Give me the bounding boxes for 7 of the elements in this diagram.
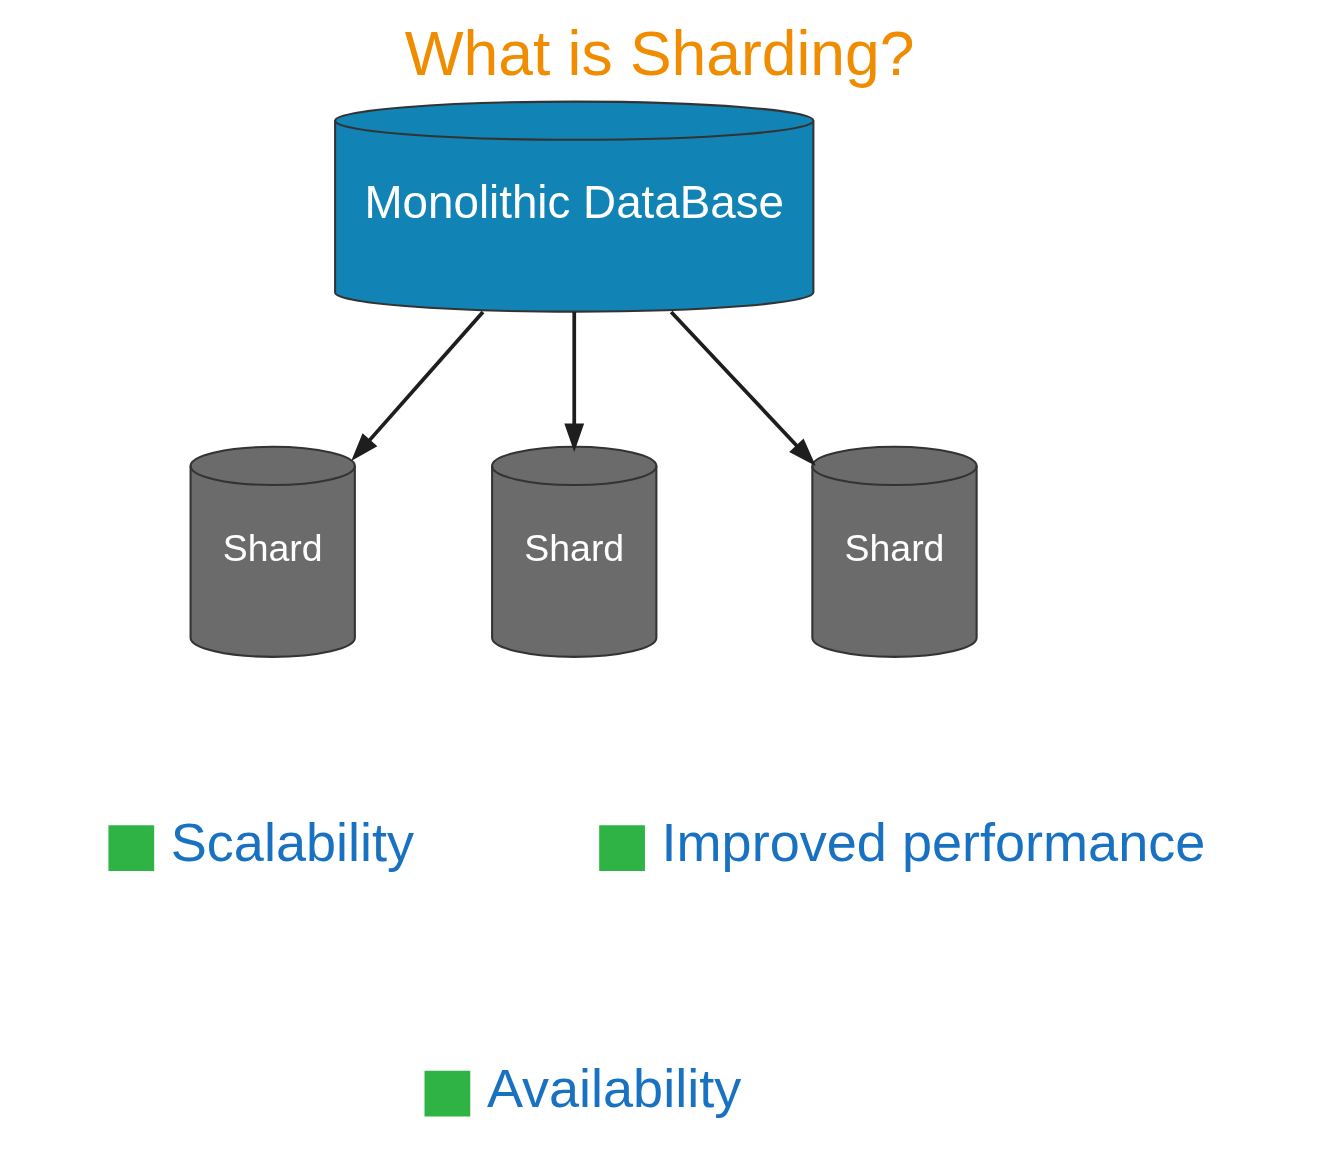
arrow	[350, 310, 484, 461]
label: Improved performance	[661, 812, 1205, 873]
label: Scalability	[170, 812, 414, 873]
diagram-title: What is Sharding?	[404, 18, 914, 88]
label: Availability	[486, 1057, 741, 1118]
arrow	[669, 310, 816, 466]
arrow	[563, 312, 584, 452]
